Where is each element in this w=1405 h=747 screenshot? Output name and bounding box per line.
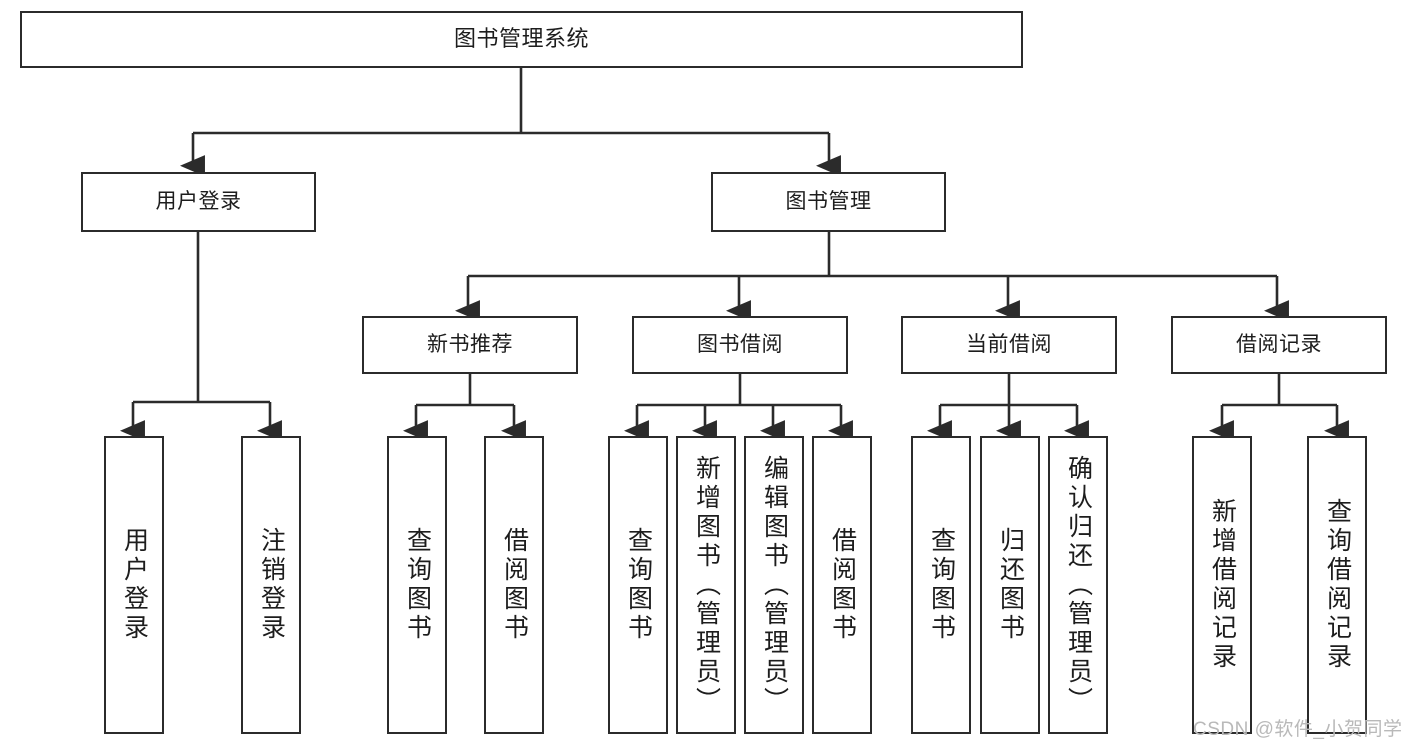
node-label: 用户登录 xyxy=(155,190,242,214)
node-label: 查询图书 xyxy=(927,527,956,643)
node-new-book-recommendation[interactable]: 新书推荐 xyxy=(362,316,578,374)
node-book-borrowing[interactable]: 图书借阅 xyxy=(632,316,848,374)
node-borrowing-records[interactable]: 借阅记录 xyxy=(1171,316,1387,374)
leaf-confirm-return-admin[interactable]: 确认归还（管理员） xyxy=(1048,436,1108,734)
node-label: 借阅记录 xyxy=(1236,333,1322,357)
leaf-query-books-recommend[interactable]: 查询图书 xyxy=(387,436,447,734)
leaf-borrow-books[interactable]: 借阅图书 xyxy=(812,436,872,734)
node-label: 借阅图书 xyxy=(828,527,857,643)
node-label: 新增图书（管理员） xyxy=(692,454,721,716)
leaf-user-login[interactable]: 用户登录 xyxy=(104,436,164,734)
node-label: 查询图书 xyxy=(403,527,432,643)
node-label: 确认归还（管理员） xyxy=(1064,454,1093,716)
node-label: 查询借阅记录 xyxy=(1323,498,1352,672)
node-label: 图书借阅 xyxy=(697,333,783,357)
node-user-login[interactable]: 用户登录 xyxy=(81,172,316,232)
leaf-add-book-admin[interactable]: 新增图书（管理员） xyxy=(676,436,736,734)
node-root-book-management-system[interactable]: 图书管理系统 xyxy=(20,11,1023,68)
node-label: 归还图书 xyxy=(996,527,1025,643)
leaf-query-books-borrow[interactable]: 查询图书 xyxy=(608,436,668,734)
node-label: 图书管理系统 xyxy=(453,26,589,52)
leaf-return-books[interactable]: 归还图书 xyxy=(980,436,1040,734)
node-label: 用户登录 xyxy=(120,527,149,643)
leaf-borrow-books-recommend[interactable]: 借阅图书 xyxy=(484,436,544,734)
node-label: 图书管理 xyxy=(785,190,872,214)
leaf-query-borrow-record[interactable]: 查询借阅记录 xyxy=(1307,436,1367,734)
node-label: 新书推荐 xyxy=(427,333,513,357)
node-label: 当前借阅 xyxy=(966,333,1052,357)
leaf-edit-book-admin[interactable]: 编辑图书（管理员） xyxy=(744,436,804,734)
node-book-management[interactable]: 图书管理 xyxy=(711,172,946,232)
node-label: 查询图书 xyxy=(624,527,653,643)
node-label: 借阅图书 xyxy=(500,527,529,643)
node-label: 编辑图书（管理员） xyxy=(760,454,789,716)
node-current-borrowing[interactable]: 当前借阅 xyxy=(901,316,1117,374)
node-label: 新增借阅记录 xyxy=(1208,498,1237,672)
leaf-add-borrow-record[interactable]: 新增借阅记录 xyxy=(1192,436,1252,734)
leaf-query-books-current[interactable]: 查询图书 xyxy=(911,436,971,734)
leaf-logout[interactable]: 注销登录 xyxy=(241,436,301,734)
node-label: 注销登录 xyxy=(257,527,286,643)
